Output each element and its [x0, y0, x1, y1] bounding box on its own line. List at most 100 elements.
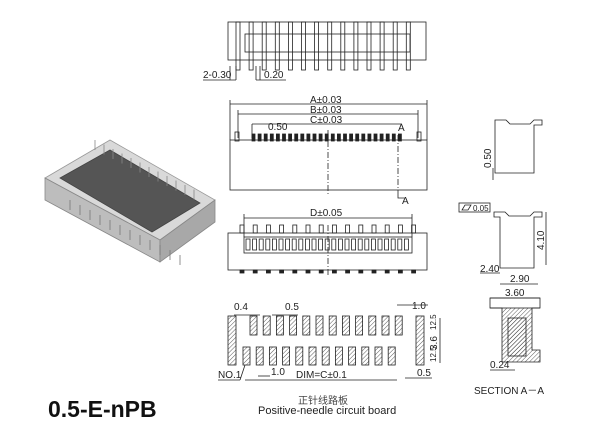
pcb-pad: [394, 315, 403, 336]
contact: [351, 238, 357, 251]
pcb-pad: [255, 346, 264, 366]
pcb-pad-large: [227, 315, 237, 366]
pcb-pad: [242, 346, 251, 366]
connector-pin: [384, 224, 390, 234]
pcb-pad: [249, 315, 258, 336]
connector-pin: [345, 224, 351, 234]
connector-pin: [336, 133, 341, 142]
connector-pin: [405, 21, 411, 71]
connector-pin: [234, 131, 240, 142]
connector-pin: [371, 224, 377, 234]
contact: [384, 238, 390, 251]
section-view: 0.24: [489, 297, 541, 371]
contact: [318, 238, 324, 251]
connector-pin: [301, 21, 306, 71]
connector-pin: [411, 224, 417, 234]
pcb-pad: [328, 315, 337, 336]
connector-pin: [367, 133, 372, 142]
section-mark-bottom: A: [402, 196, 409, 207]
pcb-pad: [268, 346, 277, 366]
dim-pad-len-bottom: 12.5: [429, 346, 438, 362]
connector-pin: [331, 224, 337, 234]
connector-pin: [263, 133, 268, 142]
front-view: A±0.03 B±0.03 C±0.03 0.50 A A: [229, 95, 428, 207]
connector-pin: [252, 224, 258, 234]
pcb-pad: [361, 346, 370, 366]
connector-pin: [327, 21, 333, 71]
dim-row-span: 3.6: [429, 336, 440, 350]
pcb-pad: [374, 346, 383, 366]
contact: [397, 238, 403, 251]
dim-pad-pitch: 0.5: [285, 302, 299, 313]
connector-pin: [279, 269, 285, 274]
contact: [304, 238, 310, 251]
connector-pin: [343, 133, 347, 142]
connector-pin: [318, 224, 324, 234]
connector-pin: [292, 224, 298, 234]
connector-pin: [275, 133, 280, 142]
caption-chinese: 正针线路板: [298, 396, 348, 407]
bottom-view: D±0.05: [227, 208, 428, 275]
dim-row-stagger: 1.0: [271, 367, 285, 378]
contact: [285, 238, 291, 251]
connector-pin: [361, 133, 366, 142]
connector-pin: [379, 21, 385, 71]
connector-pin: [324, 133, 329, 142]
connector-pin: [373, 133, 378, 142]
connector-pin: [235, 21, 241, 71]
connector-pin: [265, 224, 271, 234]
contact: [245, 238, 251, 251]
model-title: 0.5-E-nPB: [48, 396, 157, 422]
connector-pin: [287, 21, 293, 71]
connector-pin: [384, 269, 390, 274]
contact: [357, 238, 363, 251]
contact: [311, 238, 317, 251]
dim-top-pin-width: 2-0.30: [203, 70, 232, 81]
contact: [390, 238, 396, 251]
connector-pin: [265, 269, 271, 274]
connector-pin: [358, 224, 364, 234]
connector-pin: [269, 133, 274, 142]
connector-pin: [391, 133, 396, 142]
contact: [258, 238, 264, 251]
connector-pin: [248, 21, 254, 71]
pcb-pad: [381, 315, 390, 336]
pcb-pad: [334, 346, 343, 366]
dim-b: B±0.03: [310, 105, 342, 116]
connector-pin: [300, 133, 305, 142]
connector-pin: [379, 133, 384, 142]
contact: [364, 238, 370, 251]
pin1-label: NO.1: [218, 370, 242, 381]
contact: [298, 238, 304, 251]
contact: [403, 238, 409, 251]
connector-pin: [261, 21, 267, 71]
pcb-pad: [302, 315, 311, 336]
connector-pin: [252, 269, 258, 274]
connector-pin: [330, 133, 335, 142]
connector-pin: [358, 269, 364, 274]
caption-english: Positive-needle circuit board: [258, 405, 397, 417]
pcb-pad: [355, 315, 364, 336]
side-view-dimensioned: 0.05 4.10 2.40 2.90 3.60: [458, 202, 547, 299]
connector-pin: [274, 21, 280, 71]
pcb-pad: [262, 315, 271, 336]
pcb-pad: [289, 315, 298, 336]
pcb-pad: [348, 346, 357, 366]
connector-pin: [318, 133, 323, 142]
connector-pin: [397, 133, 402, 142]
contact: [344, 238, 350, 251]
pcb-pad: [368, 315, 377, 336]
contact: [278, 238, 284, 251]
connector-pin: [306, 133, 311, 142]
dim-width: 3.60: [505, 288, 525, 299]
dim-c: C±0.03: [310, 115, 343, 126]
dim-height: 4.10: [536, 230, 547, 250]
connector-pin: [371, 269, 377, 274]
connector-pin: [314, 21, 320, 71]
contact: [265, 238, 271, 251]
dim-d: D±0.05: [310, 208, 343, 219]
section-label: SECTION A－A: [474, 386, 545, 397]
connector-pin: [416, 131, 422, 142]
